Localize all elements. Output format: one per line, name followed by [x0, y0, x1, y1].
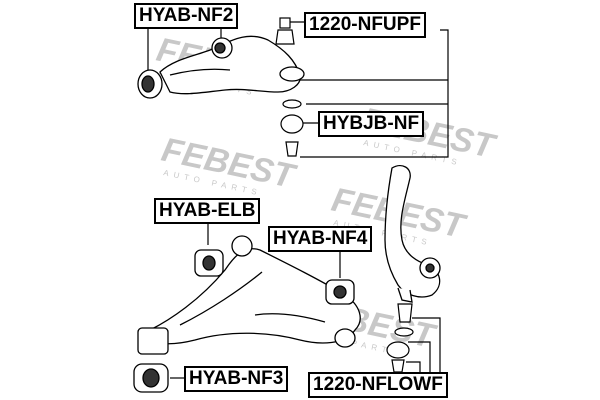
- leader-nflowf-a: [412, 317, 441, 372]
- upper-arm-ball-socket: [279, 66, 305, 82]
- upper-arm-bushing-rear-core: [141, 75, 155, 93]
- knuckle-hub-core: [425, 263, 435, 273]
- lower-arm-rib-1: [179, 271, 263, 326]
- knuckle-lower-tab: [397, 287, 413, 303]
- lower-joint-base: [391, 359, 405, 373]
- watermark-2: FEBEST AUTO PARTS: [158, 131, 300, 198]
- lower-joint-ring: [394, 327, 414, 337]
- lower-joint-stud: [397, 303, 413, 323]
- label-1220-nflowf: 1220-NFLOWF: [308, 372, 448, 398]
- upper-arm-bushing-front-core: [214, 42, 226, 54]
- ball-joint-stud: [275, 29, 295, 45]
- lower-arm-body: [149, 248, 361, 345]
- lower-ball-joint: [386, 303, 414, 373]
- bushing-nf3-core: [142, 368, 160, 388]
- lower-arm-bushing-elb-core: [202, 255, 216, 271]
- lower-arm-top-boss: [231, 235, 253, 257]
- upper-arm-rib: [169, 68, 231, 76]
- ball-joint-nut: [279, 17, 291, 29]
- lower-arm-outer-boss: [334, 328, 356, 348]
- leader-nflowf-c: [406, 361, 421, 372]
- lower-joint-boot: [386, 341, 410, 359]
- leader-lines: [147, 21, 449, 379]
- ball-joint-boot: [280, 114, 304, 134]
- ball-joint-ring: [282, 99, 302, 109]
- label-hyab-nf2: HYAB-NF2: [134, 3, 239, 29]
- steering-knuckle: [384, 164, 441, 303]
- lower-arm-mount: [137, 327, 169, 355]
- lower-arm-rib-2: [254, 313, 326, 323]
- leader-nflowf-b: [408, 341, 431, 372]
- label-hyab-nf3: HYAB-NF3: [184, 366, 289, 392]
- lower-control-arm: [137, 235, 361, 355]
- label-hyab-nf4: HYAB-NF4: [268, 226, 373, 252]
- ball-joint-lower-stud: [285, 141, 299, 157]
- knuckle-body: [384, 164, 441, 298]
- loose-bushing-nf3: [133, 363, 169, 393]
- upper-control-arm: [137, 35, 305, 99]
- label-hybjb-nf: HYBJB-NF: [318, 111, 425, 137]
- lower-arm-bushing-nf4-core: [333, 285, 347, 299]
- label-1220-nfupf: 1220-NFUPF: [304, 12, 426, 38]
- label-hyab-elb: HYAB-ELB: [154, 198, 261, 224]
- upper-ball-joint: [275, 17, 304, 157]
- leader-nfupf-bracket: [300, 29, 449, 158]
